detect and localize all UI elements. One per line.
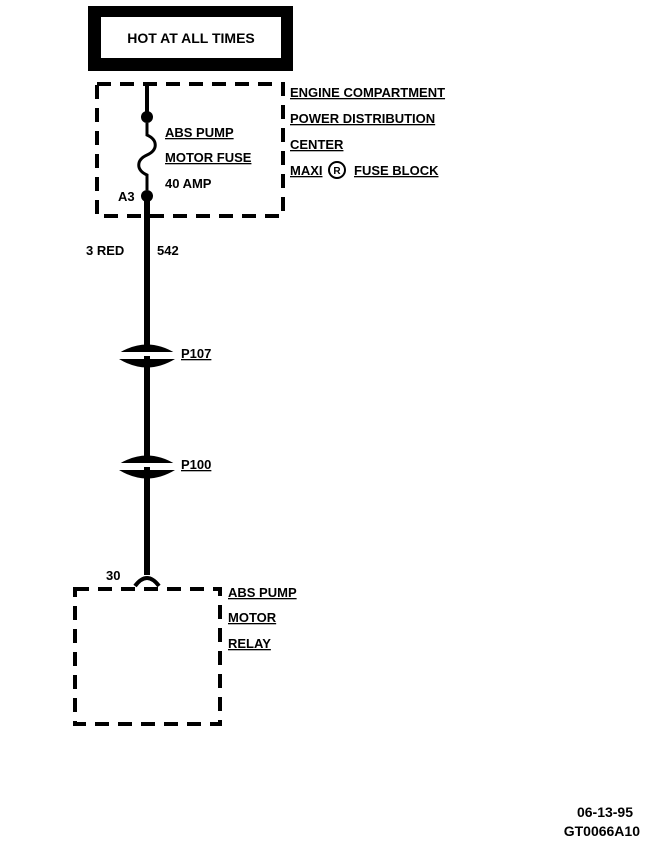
fuse-symbol: ABS PUMP MOTOR FUSE 40 AMP A3 — [118, 111, 252, 204]
registered-mark: R — [333, 166, 341, 177]
fuse-label-line-3: 40 AMP — [165, 176, 212, 191]
footer-code: GT0066A10 — [564, 823, 640, 839]
fuse-top-node — [141, 111, 153, 123]
connector-p100-label: P100 — [181, 457, 211, 472]
relay-name-line-3: RELAY — [228, 636, 271, 651]
relay-name-line-1: ABS PUMP — [228, 585, 297, 600]
fuse-element-icon — [137, 123, 157, 190]
relay-outline — [73, 587, 222, 726]
relay-terminal-label: 30 — [106, 568, 120, 583]
wire-circuit-label: 542 — [157, 243, 179, 258]
fuse-label-line-1: ABS PUMP — [165, 125, 234, 140]
fuse-terminal-label: A3 — [118, 189, 135, 204]
connector-p100-top-icon — [119, 455, 175, 464]
connector-p107: P107 — [119, 344, 211, 368]
registered-mark-icon — [328, 161, 346, 179]
fuse-block-name: ENGINE COMPARTMENT POWER DISTRIBUTION CE… — [290, 85, 445, 179]
relay-terminal: 30 — [106, 568, 161, 588]
fuse-bottom-node — [141, 190, 153, 202]
connector-p107-label: P107 — [181, 346, 211, 361]
connector-p100: P100 — [119, 455, 211, 479]
power-source-label: HOT AT ALL TIMES — [127, 30, 255, 46]
relay-name-line-2: MOTOR — [228, 610, 277, 625]
fuse-block-outline — [95, 82, 285, 218]
relay-terminal-icon — [133, 576, 161, 588]
fuse-label-line-2: MOTOR FUSE — [165, 150, 252, 165]
fuse-block-name-line-1: ENGINE COMPARTMENT — [290, 85, 445, 100]
connector-p107-bottom-icon — [119, 359, 175, 368]
footer-date: 06-13-95 — [577, 804, 633, 820]
connector-p107-top-icon — [119, 344, 175, 353]
connector-p100-bottom-icon — [119, 470, 175, 479]
fuse-block-name-line-3: CENTER — [290, 137, 344, 152]
fuse-block-prefix: MAXI — [290, 163, 323, 178]
relay-name: ABS PUMP MOTOR RELAY — [228, 585, 297, 651]
fuse-block-name-line-2: POWER DISTRIBUTION — [290, 111, 435, 126]
power-source-box: HOT AT ALL TIMES — [88, 6, 293, 71]
fuse-block-suffix: FUSE BLOCK — [354, 163, 439, 178]
wire-color-label: 3 RED — [86, 243, 124, 258]
